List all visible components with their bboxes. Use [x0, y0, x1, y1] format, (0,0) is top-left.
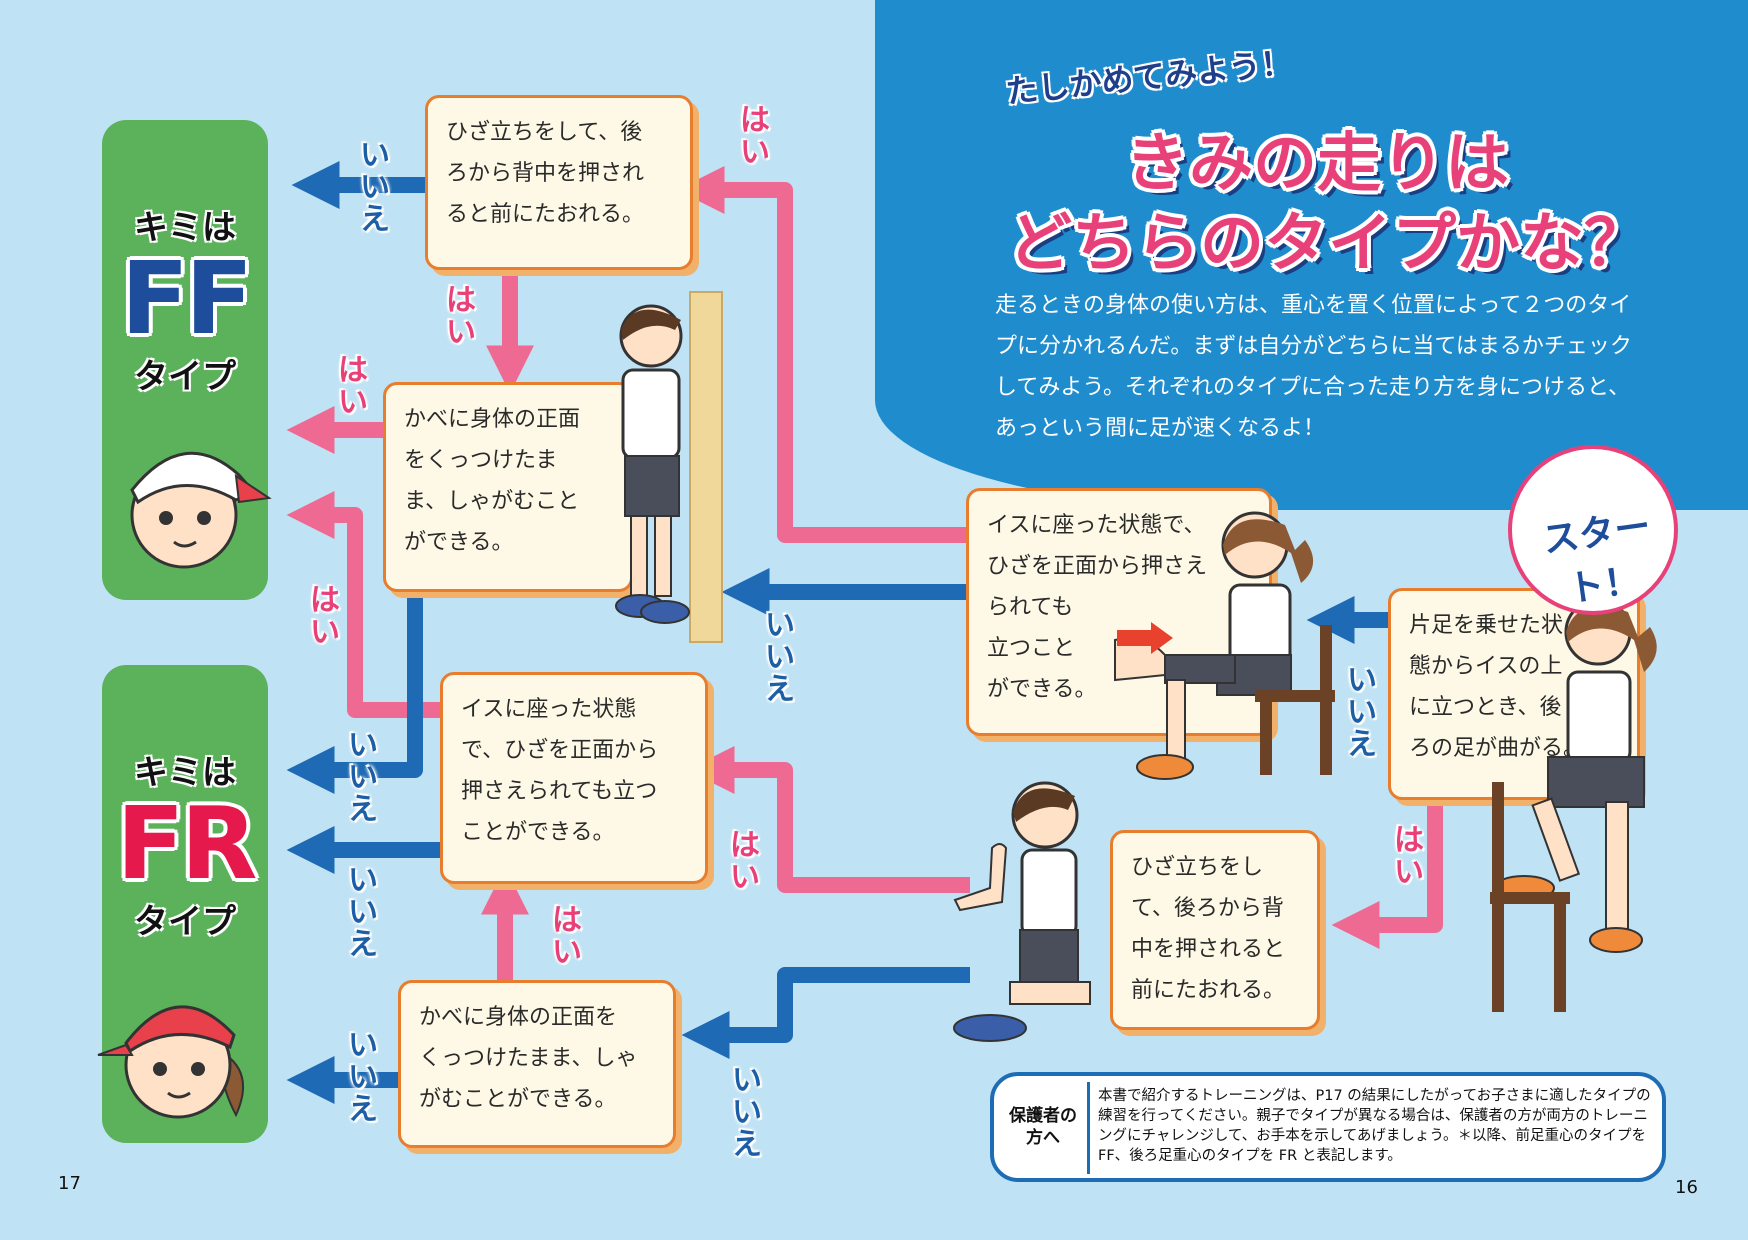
kneeling-boy-illustration — [953, 781, 1091, 1042]
result-fr-code: FR — [116, 785, 257, 902]
result-ff: キミは FF タイプ — [102, 120, 272, 600]
question-kneel-b-text: ひざ立ちをし て、後ろから背 中を押されると 前にたおれる。 — [1131, 855, 1286, 1003]
yes-label-7: はい — [1394, 823, 1424, 890]
no-label-7: いいえ — [348, 1028, 378, 1127]
intro-text: 走るときの身体の使い方は、重心を置く位置によって２つのタイプに分かれるんだ。まず… — [995, 293, 1632, 441]
question-wall-b-text: かべに身体の正面を くっつけたまま、しゃ がむことができる。 — [419, 1005, 638, 1112]
question-wall-a-text: かべに身体の正面 をくっつけたま ま、しゃがむこと ができる。 — [404, 407, 581, 555]
page-number-left: 17 — [58, 1173, 81, 1194]
no-label-3: いいえ — [1347, 663, 1377, 762]
yes-label-4: はい — [310, 583, 340, 650]
question-kneel-b: ひざ立ちをし て、後ろから背 中を押されると 前にたおれる。 — [1110, 830, 1320, 1030]
yes-label-2: はい — [446, 283, 476, 350]
question-kneel-a: ひざ立ちをして、後 ろから背中を押され ると前にたおれる。 — [425, 95, 693, 270]
question-kneel-a-text: ひざ立ちをして、後 ろから背中を押され ると前にたおれる。 — [446, 120, 645, 227]
parents-note-divider — [1087, 1082, 1090, 1174]
title-line-1: きみの走りは — [1125, 127, 1509, 201]
no-label-5: いいえ — [348, 863, 378, 962]
question-chair-knee-b-text: イスに座った状態 で、ひざを正面から 押さえられても立つ ことができる。 — [461, 697, 659, 845]
question-wall-b: かべに身体の正面を くっつけたまま、しゃ がむことができる。 — [398, 980, 676, 1148]
question-start-text: 片足を乗せた状 態からイスの上 に立つとき、後 ろの足が曲がる。 — [1409, 613, 1586, 761]
question-chair-knee-b: イスに座った状態 で、ひざを正面から 押さえられても立つ ことができる。 — [440, 672, 708, 884]
wall-squat-illustration — [615, 291, 723, 643]
result-fr-type: タイプ — [134, 902, 236, 942]
result-fr-kimi: キミは — [134, 753, 236, 793]
title-panel — [875, 0, 1748, 510]
parents-note — [990, 1072, 1666, 1182]
boy-face-illustration — [130, 451, 272, 569]
girl-face-illustration — [97, 1005, 244, 1119]
no-label-4: いいえ — [348, 728, 378, 827]
result-ff-kimi: キミは — [134, 208, 236, 248]
result-ff-code: FF — [120, 240, 254, 357]
red-arrow-icon — [1117, 622, 1173, 654]
question-chair-knee-a-text: イスに座った状態で、 ひざを正面から押さえ られても 立つこと ができる。 — [987, 513, 1208, 702]
result-fr: キミは FR タイプ — [97, 665, 268, 1143]
no-label-1: いいえ — [360, 138, 390, 237]
yes-label-5: はい — [730, 828, 760, 895]
start-label: スタート！ — [1540, 505, 1654, 611]
yes-label-3: はい — [338, 353, 368, 420]
result-ff-type: タイプ — [134, 357, 236, 397]
yes-label-1: はい — [740, 103, 770, 170]
start-badge: スタート！ — [1508, 445, 1678, 615]
parents-note-label: 保護者の方へ — [1009, 1106, 1077, 1148]
title-line-2: どちらのタイプかな？ — [1008, 207, 1648, 281]
girl-chair-illustration — [1114, 511, 1335, 780]
question-wall-a: かべに身体の正面 をくっつけたま ま、しゃがむこと ができる。 — [383, 382, 633, 592]
yes-label-6: はい — [552, 903, 582, 970]
no-label-6: いいえ — [732, 1063, 762, 1162]
no-label-2: いいえ — [765, 608, 795, 707]
parents-note-text: 本書で紹介するトレーニングは、P17 の結果にしたがってお子さまに適したタイプの… — [1098, 1088, 1651, 1164]
page-number-right: 16 — [1675, 1177, 1698, 1198]
girl-step-illustration — [1490, 598, 1657, 1012]
